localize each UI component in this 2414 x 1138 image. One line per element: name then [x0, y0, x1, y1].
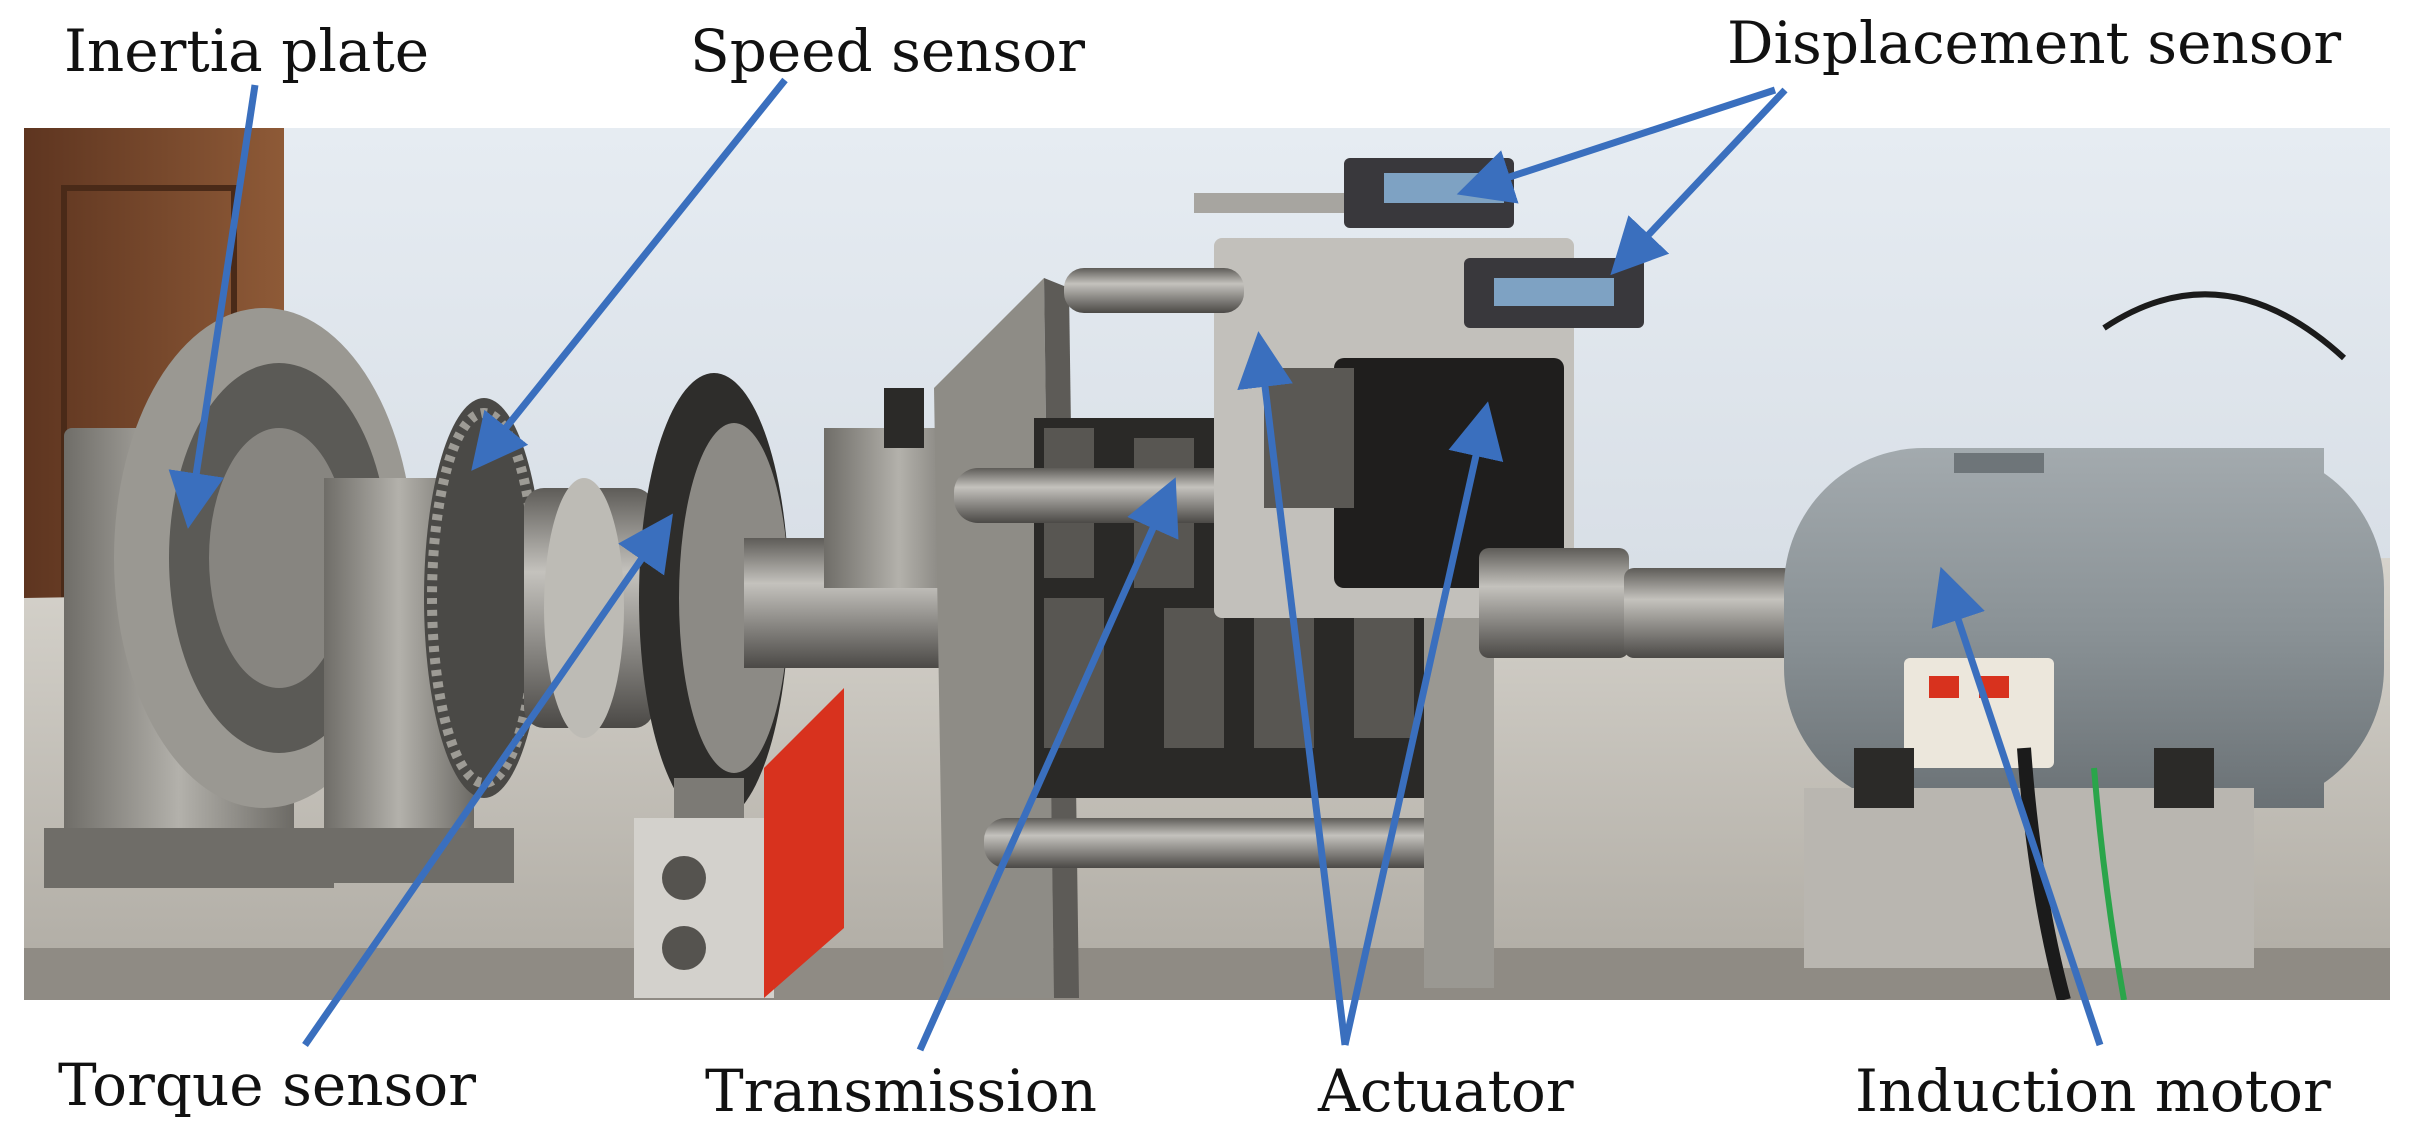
actuator-label: Actuator	[1318, 1057, 1574, 1125]
induction-motor-label: Induction motor	[1855, 1057, 2331, 1125]
test-bench-photo	[24, 128, 2390, 1000]
torque-sensor-label: Torque sensor	[58, 1051, 476, 1119]
inertia-plate-label: Inertia plate	[64, 17, 430, 85]
transmission-label: Transmission	[705, 1057, 1098, 1125]
speed-sensor-label: Speed sensor	[690, 17, 1085, 85]
displacement-sensor-label: Displacement sensor	[1727, 9, 2342, 77]
